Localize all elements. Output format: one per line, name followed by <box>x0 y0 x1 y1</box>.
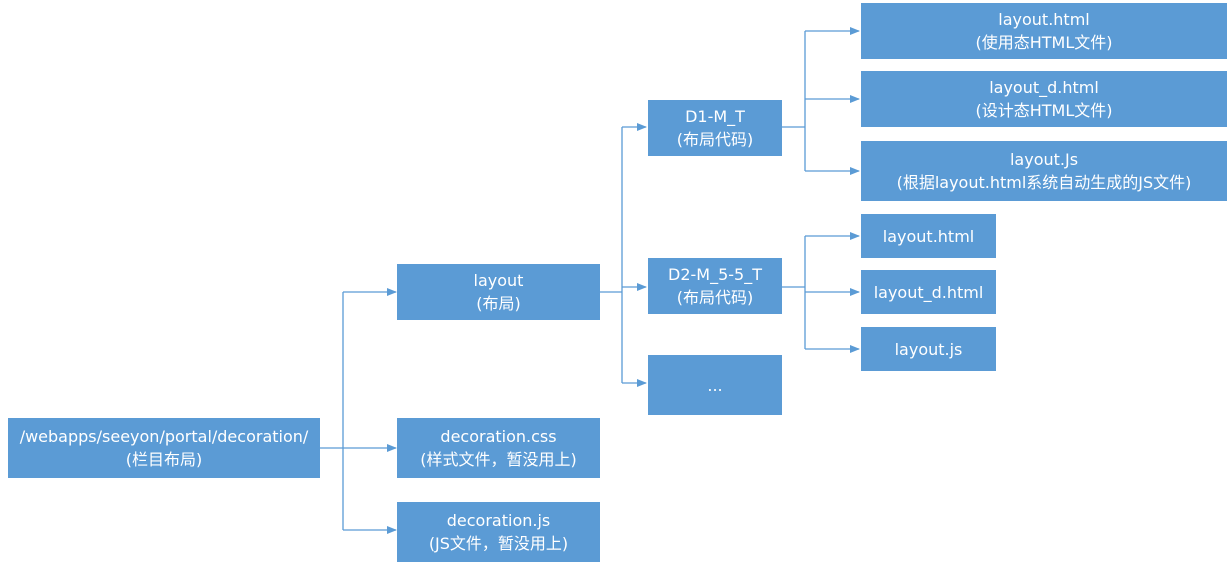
root-folder-path: /webapps/seeyon/portal/decoration/ <box>19 427 309 446</box>
decoration-js-name: decoration.js <box>446 511 551 530</box>
d2-layout-html-box: layout.html <box>861 214 996 258</box>
root-folder-desc: (栏目布局) <box>125 450 203 469</box>
d1-layout-name: D1-M_T <box>685 107 745 126</box>
decoration-js-box: decoration.js (JS文件，暂没用上) <box>397 502 600 562</box>
d2-layout-box: D2-M_5-5_T (布局代码) <box>648 258 782 314</box>
d1-layout-js-box: layout.Js (根据layout.html系统自动生成的JS文件) <box>861 141 1227 201</box>
d1-layout-d-html-box: layout_d.html (设计态HTML文件) <box>861 71 1227 127</box>
root-folder-box: /webapps/seeyon/portal/decoration/ (栏目布局… <box>8 418 320 478</box>
d1-layout-html-desc: (使用态HTML文件) <box>975 33 1113 52</box>
decoration-js-desc: (JS文件，暂没用上) <box>428 534 569 553</box>
layout-folder-box: layout (布局) <box>397 264 600 320</box>
d1-layout-js-name: layout.Js <box>1009 150 1079 169</box>
d2-layout-d-html-box: layout_d.html <box>861 270 996 314</box>
layout-folder-desc: (布局) <box>476 294 521 313</box>
d2-layout-desc: (布局代码) <box>676 288 754 307</box>
d2-layout-js-name: layout.js <box>894 339 963 359</box>
decoration-css-box: decoration.css (样式文件，暂没用上) <box>397 418 600 478</box>
d2-layout-html-name: layout.html <box>882 226 975 246</box>
d1-layout-html-box: layout.html (使用态HTML文件) <box>861 3 1227 59</box>
d2-layout-name: D2-M_5-5_T <box>668 265 762 284</box>
connector-d1-trunk <box>782 31 806 171</box>
d2-layout-js-box: layout.js <box>861 327 996 371</box>
more-layouts-box: ... <box>648 355 782 415</box>
connector-root-trunk <box>320 292 344 530</box>
d1-layout-box: D1-M_T (布局代码) <box>648 100 782 156</box>
more-layouts-ellipsis: ... <box>707 375 723 395</box>
decoration-css-name: decoration.css <box>440 427 557 446</box>
decoration-css-desc: (样式文件，暂没用上) <box>420 450 577 469</box>
d2-layout-d-html-name: layout_d.html <box>873 282 984 302</box>
d1-layout-html-name: layout.html <box>998 10 1090 29</box>
d1-layout-d-html-name: layout_d.html <box>989 78 1099 97</box>
connector-layout-trunk <box>600 127 623 383</box>
d1-layout-js-desc: (根据layout.html系统自动生成的JS文件) <box>896 173 1192 192</box>
connector-d2-trunk <box>782 236 806 349</box>
d1-layout-desc: (布局代码) <box>676 130 754 149</box>
layout-folder-name: layout <box>473 271 524 290</box>
d1-layout-d-html-desc: (设计态HTML文件) <box>975 101 1113 120</box>
